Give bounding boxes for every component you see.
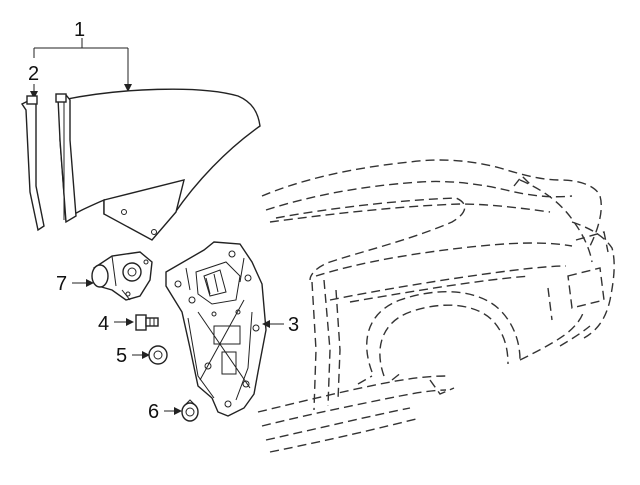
callout-4-leader: [114, 318, 134, 326]
callout-7: 7: [56, 273, 67, 295]
callout-3-leader: [262, 320, 284, 328]
glass-seal-strip: [20, 95, 45, 232]
callout-1: 1: [74, 19, 85, 41]
callout-5: 5: [116, 345, 127, 367]
washer: [148, 345, 168, 365]
callout-6: 6: [148, 401, 159, 423]
push-clip: [181, 399, 199, 422]
callout-3: 3: [288, 314, 299, 336]
callout-6-leader: [164, 407, 182, 415]
bolt: [135, 314, 159, 331]
window-motor: [91, 251, 153, 301]
quarter-glass: [55, 88, 261, 241]
callout-2-leader: [30, 84, 38, 99]
callout-1-leader: [33, 38, 132, 92]
vehicle-quarter-body: [257, 159, 615, 453]
callout-7-leader: [72, 279, 94, 287]
callout-2: 2: [28, 63, 39, 85]
callout-4: 4: [98, 313, 109, 335]
callout-5-leader: [132, 351, 150, 359]
window-regulator-panel: [165, 241, 267, 417]
